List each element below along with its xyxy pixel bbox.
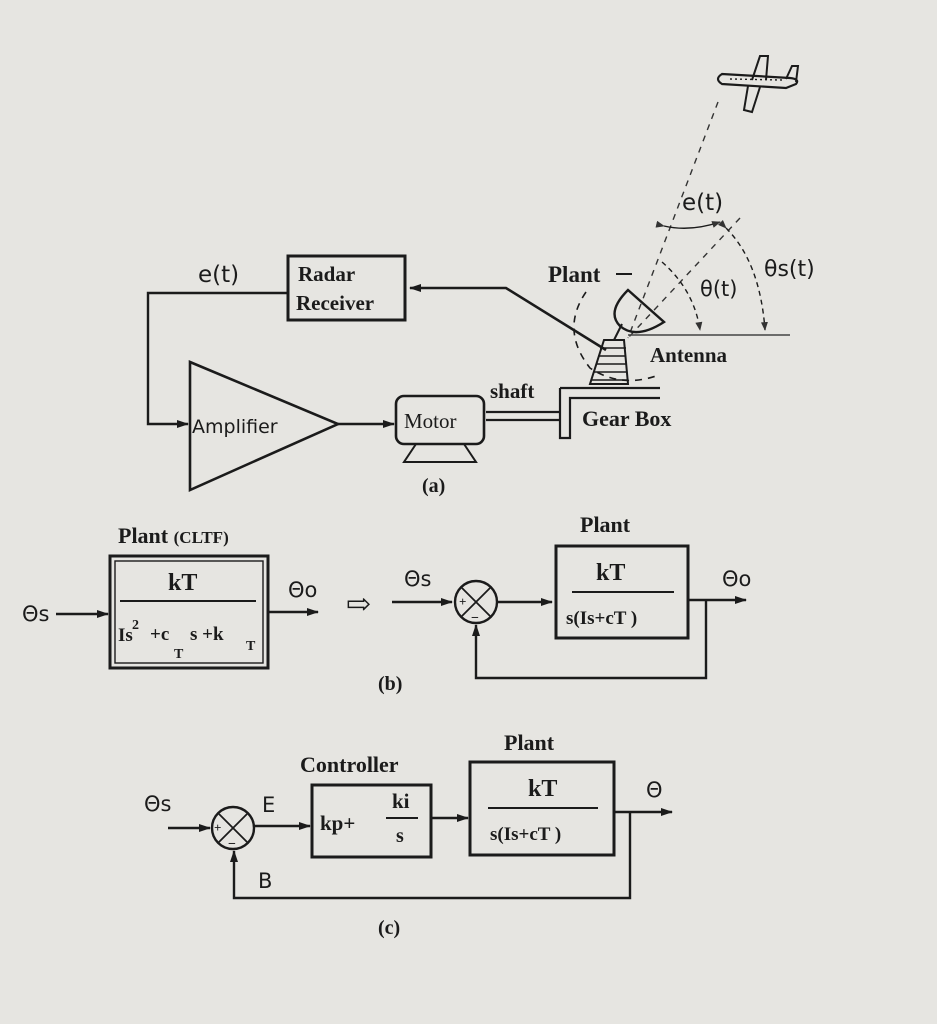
input-label-c: Θs: [144, 792, 171, 816]
receiver-to-amplifier-line: [146, 291, 288, 428]
motor-base: [402, 443, 478, 463]
svg-text:+: +: [459, 594, 466, 609]
plant-denominator-c: s(Is+cT ): [490, 824, 561, 845]
summing-junction-c: + −: [210, 805, 256, 852]
error-angle-arc: [655, 220, 721, 229]
plant-block-c: [468, 760, 616, 857]
cltf-den-b: +c: [150, 624, 169, 645]
part-c-pi-control: Θs + − E Controller kp+ ki s Plant kT s(…: [144, 730, 673, 939]
caption-b: (b): [378, 673, 402, 695]
plant-label: Plant: [548, 262, 601, 287]
controller-s: s: [396, 825, 404, 847]
antenna-angle-label: θ(t): [700, 277, 737, 301]
feedback-path-c: [230, 812, 632, 900]
cltf-den-b-sub: T: [174, 647, 184, 662]
antenna-mast: [588, 339, 630, 385]
motor-label: Motor: [404, 409, 457, 433]
motor-block: [394, 394, 486, 446]
plant-title-c: Plant: [504, 730, 555, 755]
cltf-input-label: Θs: [22, 602, 49, 626]
feedback-path-b: [472, 600, 708, 680]
cltf-den-c-sub: T: [246, 639, 256, 654]
part-a-radar-system: e(t) θ(t) θs(t) Plant Antenna Gear Box s: [146, 55, 815, 497]
gear-box-shape: [558, 386, 660, 440]
summing-junction-b: + −: [453, 579, 499, 626]
controller-ki: ki: [392, 789, 410, 813]
plant-block-b: [554, 544, 690, 640]
plant-numerator-b: kT: [596, 560, 625, 586]
radar-receiver-label-line2: Receiver: [296, 291, 374, 315]
output-label-c: Θ: [646, 778, 663, 802]
error-signal-label: e(t): [198, 262, 239, 288]
cltf-numerator: kT: [168, 570, 197, 596]
plant-boundary: [573, 291, 657, 382]
caption-a: (a): [422, 475, 445, 497]
cltf-output-label: Θo: [288, 578, 317, 602]
error-angle-label: e(t): [682, 190, 723, 216]
target-angle-label: θs(t): [764, 257, 815, 282]
amplifier-label: Amplifier: [192, 416, 278, 438]
airplane-icon: [716, 55, 800, 114]
antenna-angle-arc: [661, 261, 703, 331]
cltf-den-a: Is: [118, 625, 133, 646]
antenna-dish-icon: [613, 288, 666, 341]
radar-receiver-block: [286, 254, 407, 322]
part-b-closed-loop: Plant (CLTF) Θs kT 2 Is +c T s +k T Θo ⇨…: [22, 512, 751, 695]
error-label-c: E: [262, 793, 275, 817]
feedback-label-c: B: [258, 869, 272, 893]
controller-title: Controller: [300, 752, 399, 777]
amplifier-block: [188, 360, 342, 493]
target-angle-arc: [717, 219, 768, 331]
antenna-label: Antenna: [650, 343, 728, 367]
loop-input-label: Θs: [404, 567, 431, 591]
cltf-den-c: s +k: [190, 624, 224, 645]
plant-title-b: Plant: [580, 512, 631, 537]
cltf-den-power: 2: [132, 618, 139, 633]
equivalence-arrow-icon: ⇨: [346, 588, 371, 621]
radar-receiver-label-line1: Radar: [298, 262, 355, 286]
loop-output-label: Θo: [722, 567, 751, 591]
cltf-block-inner: [114, 560, 264, 664]
caption-c: (c): [378, 917, 400, 939]
svg-text:−: −: [471, 611, 479, 626]
gear-box-label: Gear Box: [582, 406, 671, 431]
controller-kp: kp+: [320, 811, 355, 835]
cltf-title: Plant (CLTF): [118, 523, 229, 548]
controller-block: [310, 783, 433, 859]
plant-numerator-c: kT: [528, 776, 557, 802]
plant-denominator-b: s(Is+cT ): [566, 608, 637, 629]
antenna-to-receiver-signal: [409, 284, 607, 352]
svg-text:−: −: [228, 837, 236, 852]
shaft-label: shaft: [490, 379, 534, 403]
svg-text:+: +: [214, 820, 221, 835]
